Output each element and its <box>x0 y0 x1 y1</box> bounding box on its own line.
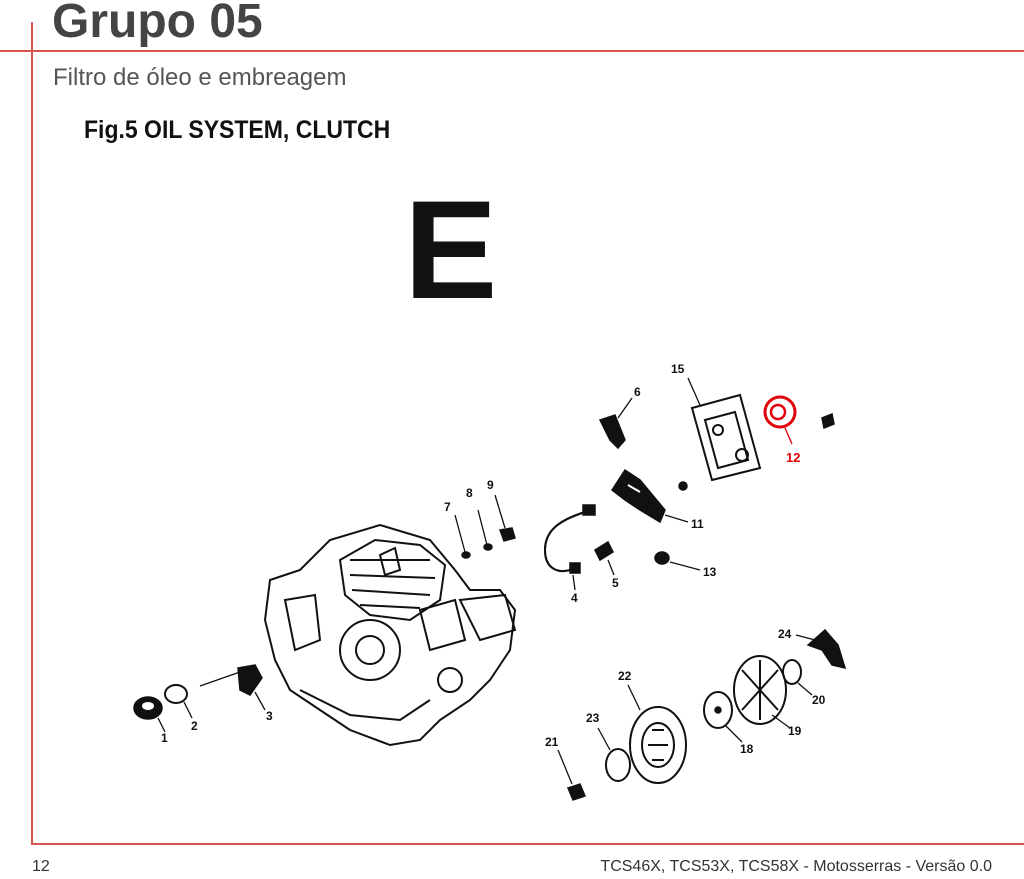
callout-24: 24 <box>778 627 792 641</box>
callout-7: 7 <box>444 500 451 514</box>
callout-3: 3 <box>266 709 273 723</box>
part-5-drawing <box>594 540 615 576</box>
part-6-drawing <box>598 397 633 450</box>
part-18-drawing <box>703 691 743 743</box>
part-20-drawing <box>782 659 813 696</box>
callout-2: 2 <box>191 719 198 733</box>
parts-7-8-9-drawing <box>454 494 516 559</box>
section-letter: E <box>404 171 498 328</box>
callout-21: 21 <box>545 735 559 749</box>
callout-9: 9 <box>487 478 494 492</box>
footer-rule <box>31 843 1024 845</box>
part-3-drawing <box>199 664 266 711</box>
callout-19: 19 <box>788 724 802 738</box>
part-21-drawing <box>557 749 587 801</box>
part-19-clutch-drawing <box>733 655 791 729</box>
part-22-sprocket-drum-drawing <box>627 684 687 784</box>
page-title: Grupo 05 <box>52 0 263 48</box>
page-number: 12 <box>32 858 50 875</box>
part-11-drawing <box>610 468 689 524</box>
header-rule <box>0 50 1024 52</box>
engine-block-drawing <box>263 523 517 747</box>
part-15-drawing <box>687 377 762 482</box>
part-13-drawing <box>654 551 701 571</box>
footer-document-info: TCS46X, TCS53X, TCS58X - Motosserras - V… <box>600 858 992 875</box>
callout-18: 18 <box>740 742 754 756</box>
callout-15: 15 <box>671 362 685 376</box>
callout-6: 6 <box>634 385 641 399</box>
callout-12: 12 <box>786 450 800 465</box>
part-12-drawing <box>763 395 835 445</box>
part-24-drawing <box>795 628 847 670</box>
callout-13: 13 <box>703 565 717 579</box>
part-23-drawing <box>597 727 631 782</box>
callout-4: 4 <box>571 591 578 605</box>
callout-23: 23 <box>586 711 600 725</box>
callout-8: 8 <box>466 486 473 500</box>
part-4-oil-hose-drawing <box>543 504 596 591</box>
callout-1: 1 <box>161 731 168 745</box>
page-subtitle: Filtro de óleo e embreagem <box>53 64 347 91</box>
left-margin-rule <box>31 22 33 845</box>
figure-caption: Fig.5 OIL SYSTEM, CLUTCH <box>84 116 391 144</box>
part-2-drawing <box>164 684 193 719</box>
callout-5: 5 <box>612 576 619 590</box>
part-1-drawing <box>133 696 166 733</box>
callout-22: 22 <box>618 669 632 683</box>
callout-20: 20 <box>812 693 826 707</box>
callout-11: 11 <box>691 517 704 531</box>
